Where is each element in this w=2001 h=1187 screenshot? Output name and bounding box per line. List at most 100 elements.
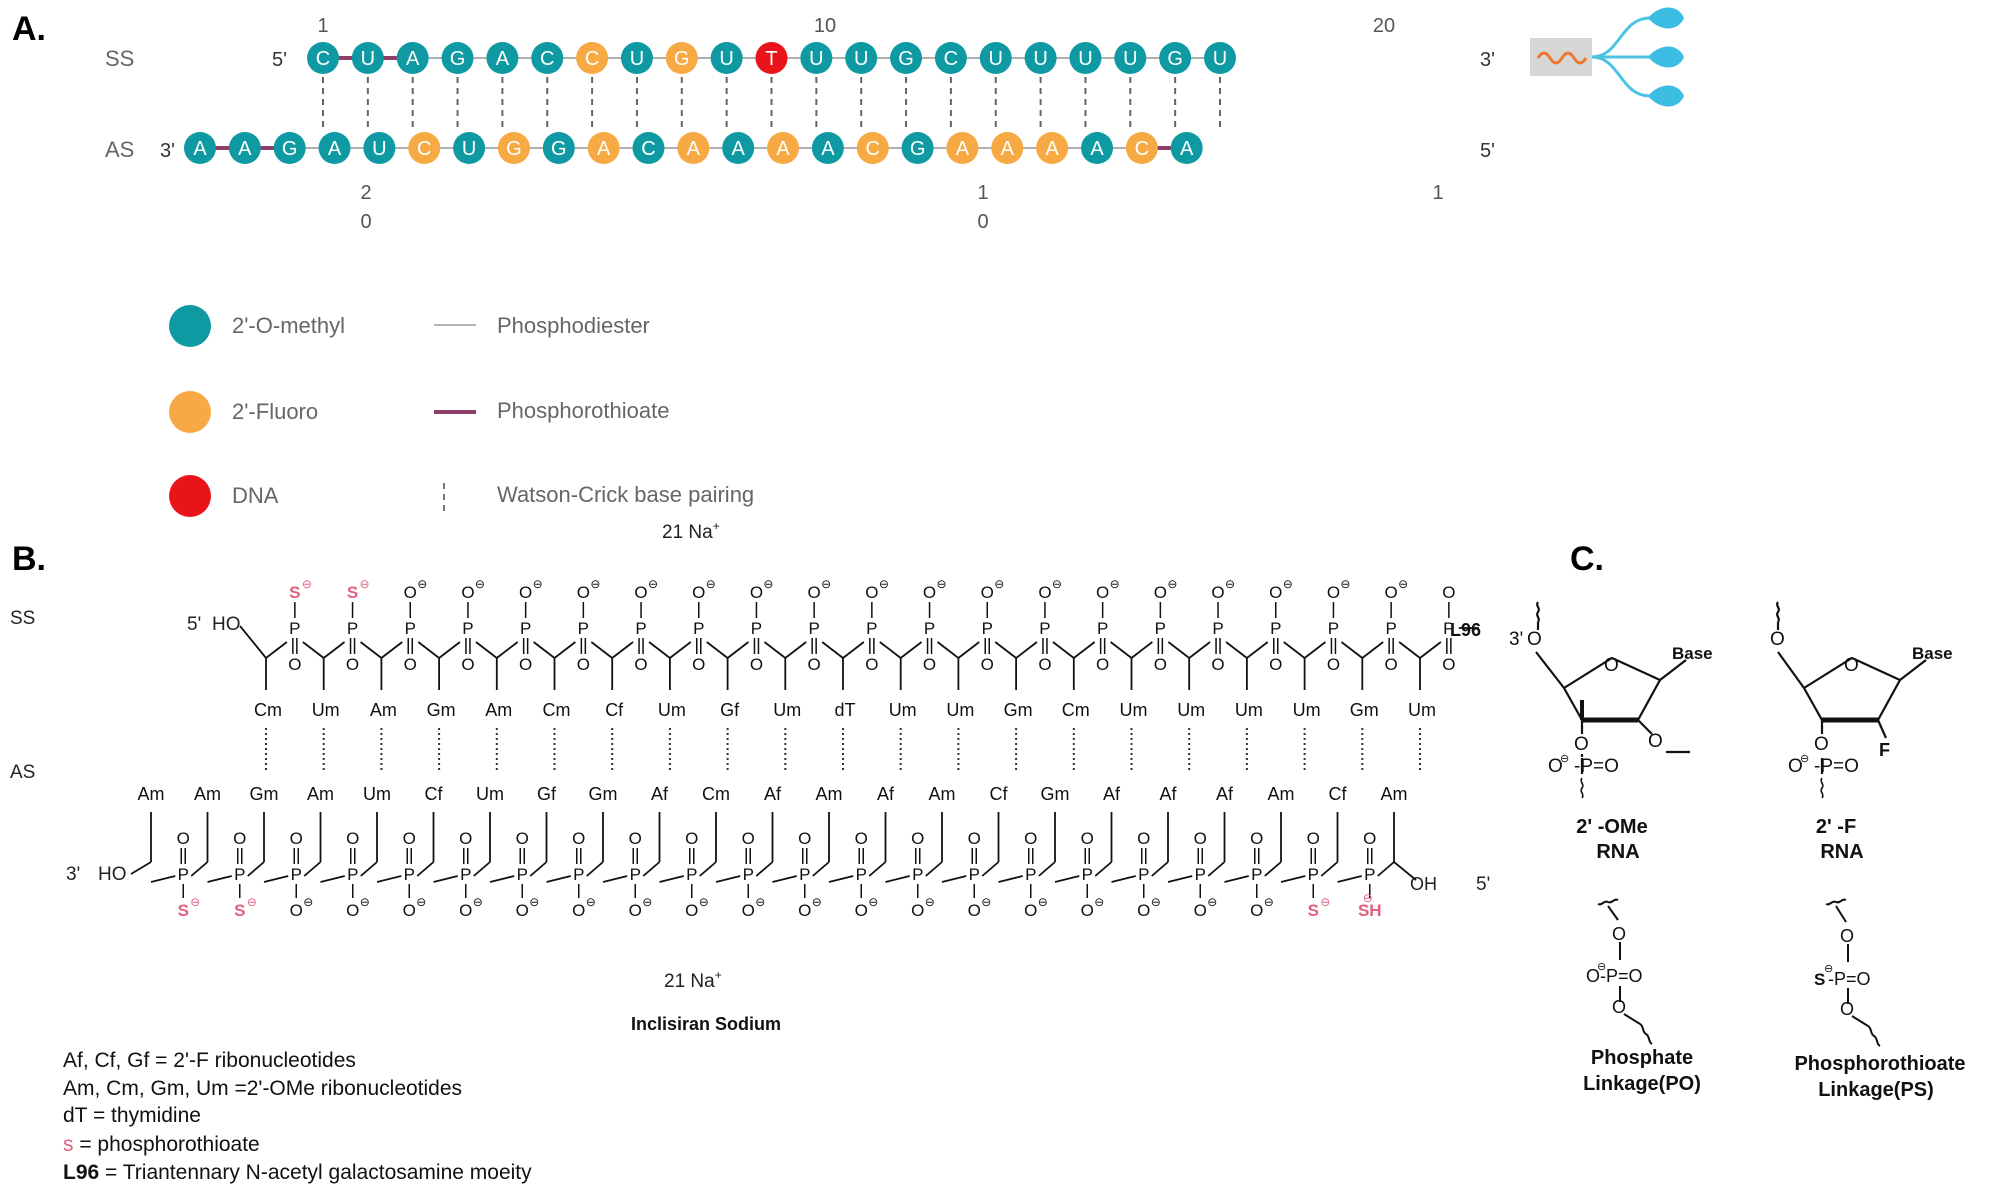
negative-charge: ⊖ — [1207, 895, 1217, 909]
oxygen-atom: O — [1137, 829, 1150, 848]
structure-title: Phosphate — [1591, 1047, 1693, 1069]
phosphorus-atom: P — [1270, 619, 1281, 638]
backbone-bond — [1264, 861, 1282, 877]
wavy-bond-icon — [1580, 777, 1584, 799]
nucleotide-base-label: U — [1078, 48, 1092, 70]
nucleotide-base-label: C — [1135, 138, 1149, 160]
svg-text:-P=O: -P=O — [1600, 966, 1643, 986]
oxygen-atom: O — [1154, 655, 1167, 674]
backbone-bond — [1052, 641, 1075, 659]
negative-charge: ⊖ — [868, 895, 878, 909]
phosphorus-atom: P — [578, 619, 589, 638]
as-residue-label: Cf — [990, 784, 1009, 804]
as-nucleotide-14 — [767, 132, 800, 164]
as-3prime-ho: HO — [98, 864, 127, 885]
nucleotide-base-label: A — [687, 138, 701, 160]
ss-residue-label: Um — [889, 700, 917, 720]
negative-charge: ⊖ — [1398, 577, 1408, 591]
negative-charge: ⊖ — [1167, 577, 1177, 591]
backbone-bond — [1246, 641, 1269, 659]
oxygen-atom: O — [692, 583, 705, 602]
panel-a: A. SS AS 5' 3' 3' 5' 1 10 20 2 0 1 0 1 C… — [12, 7, 1684, 517]
as-residue-label: Af — [1159, 784, 1177, 804]
oxygen-atom: O — [911, 901, 924, 920]
as-strand-label: AS — [105, 137, 134, 162]
oxygen-atom: O — [1154, 583, 1167, 602]
ss-nucleotide-20 — [1159, 42, 1192, 74]
backbone-bond — [648, 641, 671, 659]
nucleotide-base-label: A — [732, 138, 746, 160]
oxygen-atom: O — [1081, 829, 1094, 848]
oxygen-atom: O — [1250, 901, 1263, 920]
backbone-bond — [433, 875, 458, 883]
ss-label: SS — [10, 608, 35, 629]
panel-c-label: C. — [1570, 540, 1604, 578]
phosphorus-atom: P — [1328, 619, 1339, 638]
oxygen-atom: O — [403, 829, 416, 848]
phosphorus-atom: P — [693, 619, 704, 638]
negative-charge: ⊖ — [1151, 895, 1161, 909]
oxygen-atom: O — [798, 901, 811, 920]
nucleotide-base-label: U — [854, 48, 868, 70]
nucleotide-base-label: A — [238, 138, 252, 160]
backbone-bond — [1224, 875, 1249, 883]
negative-charge: ⊖ — [763, 577, 773, 591]
structure-title: Linkage(PS) — [1818, 1079, 1934, 1101]
backbone-bond — [320, 875, 345, 883]
ss-residue-label: Um — [1408, 700, 1436, 720]
ss-residue-label: dT — [834, 700, 855, 720]
phosphorus-atom: P — [630, 865, 641, 884]
oxygen-atom: O — [981, 655, 994, 674]
ss-nucleotide-14 — [890, 42, 923, 74]
backbone-bond — [699, 861, 717, 877]
svg-text:S: S — [1814, 970, 1825, 989]
backbone-bond — [302, 641, 325, 659]
as-nucleotide-11 — [632, 132, 665, 164]
backbone-bond — [586, 861, 604, 877]
oxygen-atom: O — [1024, 829, 1037, 848]
phosphorus-atom: P — [460, 865, 471, 884]
nucleotide-base-label: A — [193, 138, 207, 160]
backbone-bond — [323, 641, 346, 659]
structure-title: Linkage(PO) — [1583, 1073, 1701, 1095]
backbone-bond — [1207, 861, 1226, 877]
oxygen-atom: O — [404, 655, 417, 674]
as-residue-label: Am — [816, 784, 843, 804]
backbone-bond — [1167, 641, 1190, 659]
oxygen-atom: O — [516, 829, 529, 848]
sulfur-atom: S — [347, 583, 358, 602]
oxygen-atom: O — [981, 583, 994, 602]
oxygen-atom: O — [692, 655, 705, 674]
negative-charge: ⊖ — [994, 577, 1004, 591]
backbone-bond — [473, 861, 491, 877]
atom-o: O — [1844, 655, 1859, 676]
nucleotide-base-label: U — [1123, 48, 1137, 70]
oxygen-atom: O — [346, 901, 359, 920]
legend-label: Phosphodiester — [497, 313, 650, 338]
phosphorus-atom: P — [234, 865, 245, 884]
nucleotide-base-label: U — [630, 48, 644, 70]
backbone-bond — [772, 875, 797, 883]
nucleotide-base-label: A — [1180, 138, 1194, 160]
ss-residue-label: Gm — [1004, 700, 1033, 720]
nucleotide-base-label: C — [540, 48, 554, 70]
negative-charge: ⊖ — [706, 577, 716, 591]
phosphorus-atom: P — [1025, 865, 1036, 884]
nucleotide-base-label: A — [1090, 138, 1104, 160]
ss-residue-label: Um — [1235, 700, 1263, 720]
negative-charge: ⊖ — [247, 895, 257, 909]
oxygen-atom: O — [629, 829, 642, 848]
as-residue-label: Cf — [425, 784, 444, 804]
ss-residue-label: Am — [370, 700, 397, 720]
backbone-bond — [1151, 861, 1169, 877]
ss-residue-label: Um — [773, 700, 801, 720]
oxygen-atom: O — [577, 655, 590, 674]
oxygen-atom: O — [290, 901, 303, 920]
oxygen-atom: O — [634, 583, 647, 602]
ss-nucleotide-15 — [934, 42, 967, 74]
sulfur-atom: SH — [1358, 901, 1382, 920]
ss-nucleotide-12 — [800, 42, 833, 74]
backbone-bond — [1304, 641, 1326, 659]
oxygen-atom: O — [855, 829, 868, 848]
oxygen-atom: O — [177, 829, 190, 848]
